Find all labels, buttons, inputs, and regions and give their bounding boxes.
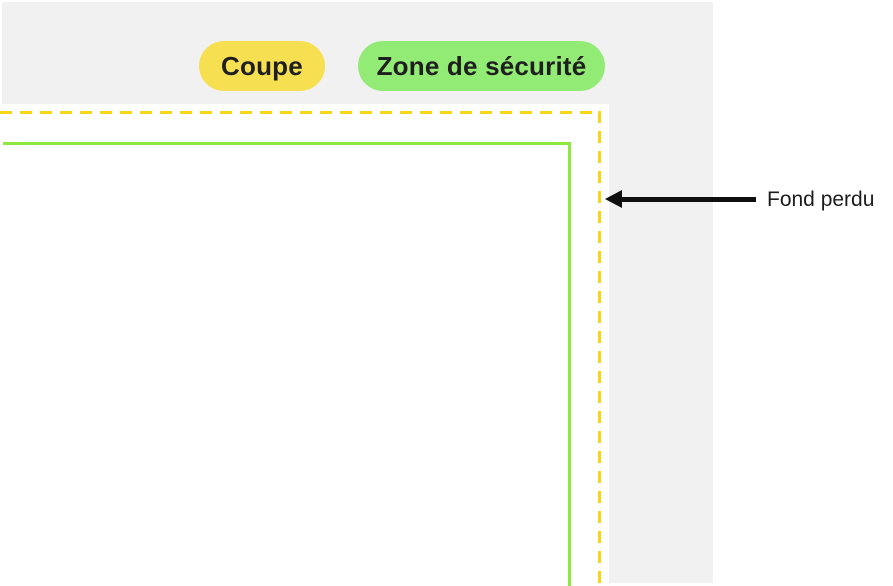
safety-zone-line-horizontal xyxy=(3,142,571,145)
bleed-area-right xyxy=(609,104,713,583)
legend-pill-zone-securite: Zone de sécurité xyxy=(358,41,605,91)
safety-zone-line-vertical xyxy=(568,142,571,586)
bleed-area-top xyxy=(2,2,713,104)
arrow-shaft xyxy=(620,197,756,202)
legend-pill-coupe-label: Coupe xyxy=(221,50,303,81)
cut-line-horizontal xyxy=(0,111,601,114)
legend-pill-zone-securite-label: Zone de sécurité xyxy=(376,50,587,81)
fond-perdu-label: Fond perdu xyxy=(767,188,875,211)
page-area xyxy=(0,104,609,586)
arrow-left-icon xyxy=(605,190,622,208)
cut-line-vertical xyxy=(598,111,601,586)
legend-pill-coupe: Coupe xyxy=(199,41,325,91)
